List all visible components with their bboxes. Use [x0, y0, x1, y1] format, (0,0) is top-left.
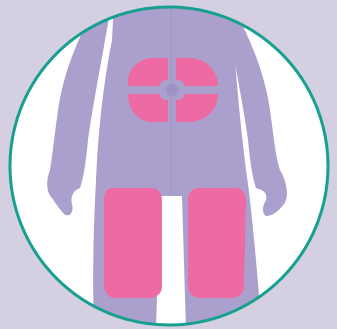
right-thigh-injection-site — [188, 188, 246, 298]
navel — [166, 84, 178, 96]
left-thigh-injection-site — [104, 188, 162, 298]
